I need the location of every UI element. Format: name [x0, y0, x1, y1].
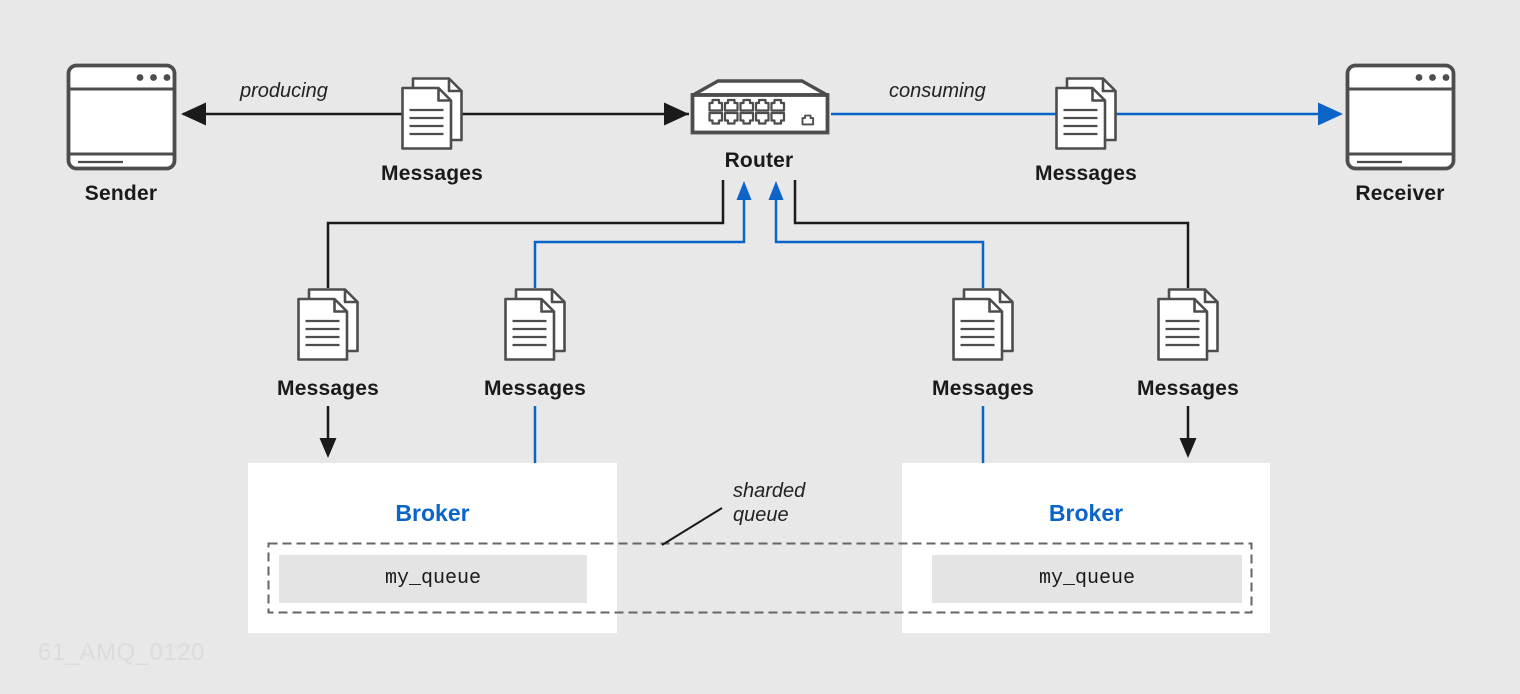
broker-left-title: Broker	[395, 500, 470, 526]
broker-left-box: Broker	[248, 463, 617, 633]
up-arrowhead-right	[768, 181, 784, 200]
receiver-icon	[1345, 63, 1456, 171]
router-label: Router	[724, 149, 794, 172]
down-arrowhead-right-broker	[1179, 438, 1197, 458]
router-icon	[690, 79, 830, 135]
producing-label: producing	[240, 80, 328, 102]
arrowhead-into-router	[664, 102, 689, 126]
messages-icon-lower-outer-right	[1157, 288, 1219, 361]
messages-icon-top-right	[1055, 77, 1117, 150]
watermark-text: 61_AMQ_0120	[38, 639, 205, 666]
messages-label-top-left: Messages	[381, 162, 483, 185]
messages-icon-lower-outer-left	[297, 288, 359, 361]
queue-left: my_queue	[279, 555, 587, 603]
messages-icon-top-left	[401, 77, 463, 150]
arrowhead-into-sender	[181, 102, 206, 126]
inner-right-messages-to-router-line	[774, 200, 985, 288]
messages-label-top-right: Messages	[1035, 162, 1137, 185]
broker-right-title: Broker	[1048, 500, 1124, 526]
receiver-label: Receiver	[1355, 182, 1445, 205]
messages-label-lower-inner-left: Messages	[484, 377, 586, 400]
down-arrowhead-left-broker	[319, 438, 337, 458]
sharded-queue-dashed-rect	[267, 542, 1253, 614]
inner-left-messages-to-router-line	[533, 200, 746, 288]
router-to-left-messages-line	[326, 180, 725, 288]
queue-right: my_queue	[932, 555, 1242, 603]
arrowhead-into-receiver	[1318, 102, 1343, 126]
messages-label-lower-outer-left: Messages	[277, 377, 379, 400]
messages-icon-lower-inner-right	[952, 288, 1014, 361]
sender-icon	[66, 63, 177, 171]
sharded-queue-pointer-line	[661, 507, 723, 546]
up-arrowhead-left	[736, 181, 752, 200]
messages-label-lower-outer-right: Messages	[1137, 377, 1239, 400]
broker-right-box: Broker	[902, 463, 1270, 633]
messages-icon-lower-inner-left	[504, 288, 566, 361]
sharded-queue-label: sharded queue	[733, 480, 806, 526]
router-to-right-messages-line	[793, 180, 1190, 288]
sender-label: Sender	[84, 182, 158, 205]
messages-label-lower-inner-right: Messages	[932, 377, 1034, 400]
consuming-label: consuming	[889, 80, 986, 102]
